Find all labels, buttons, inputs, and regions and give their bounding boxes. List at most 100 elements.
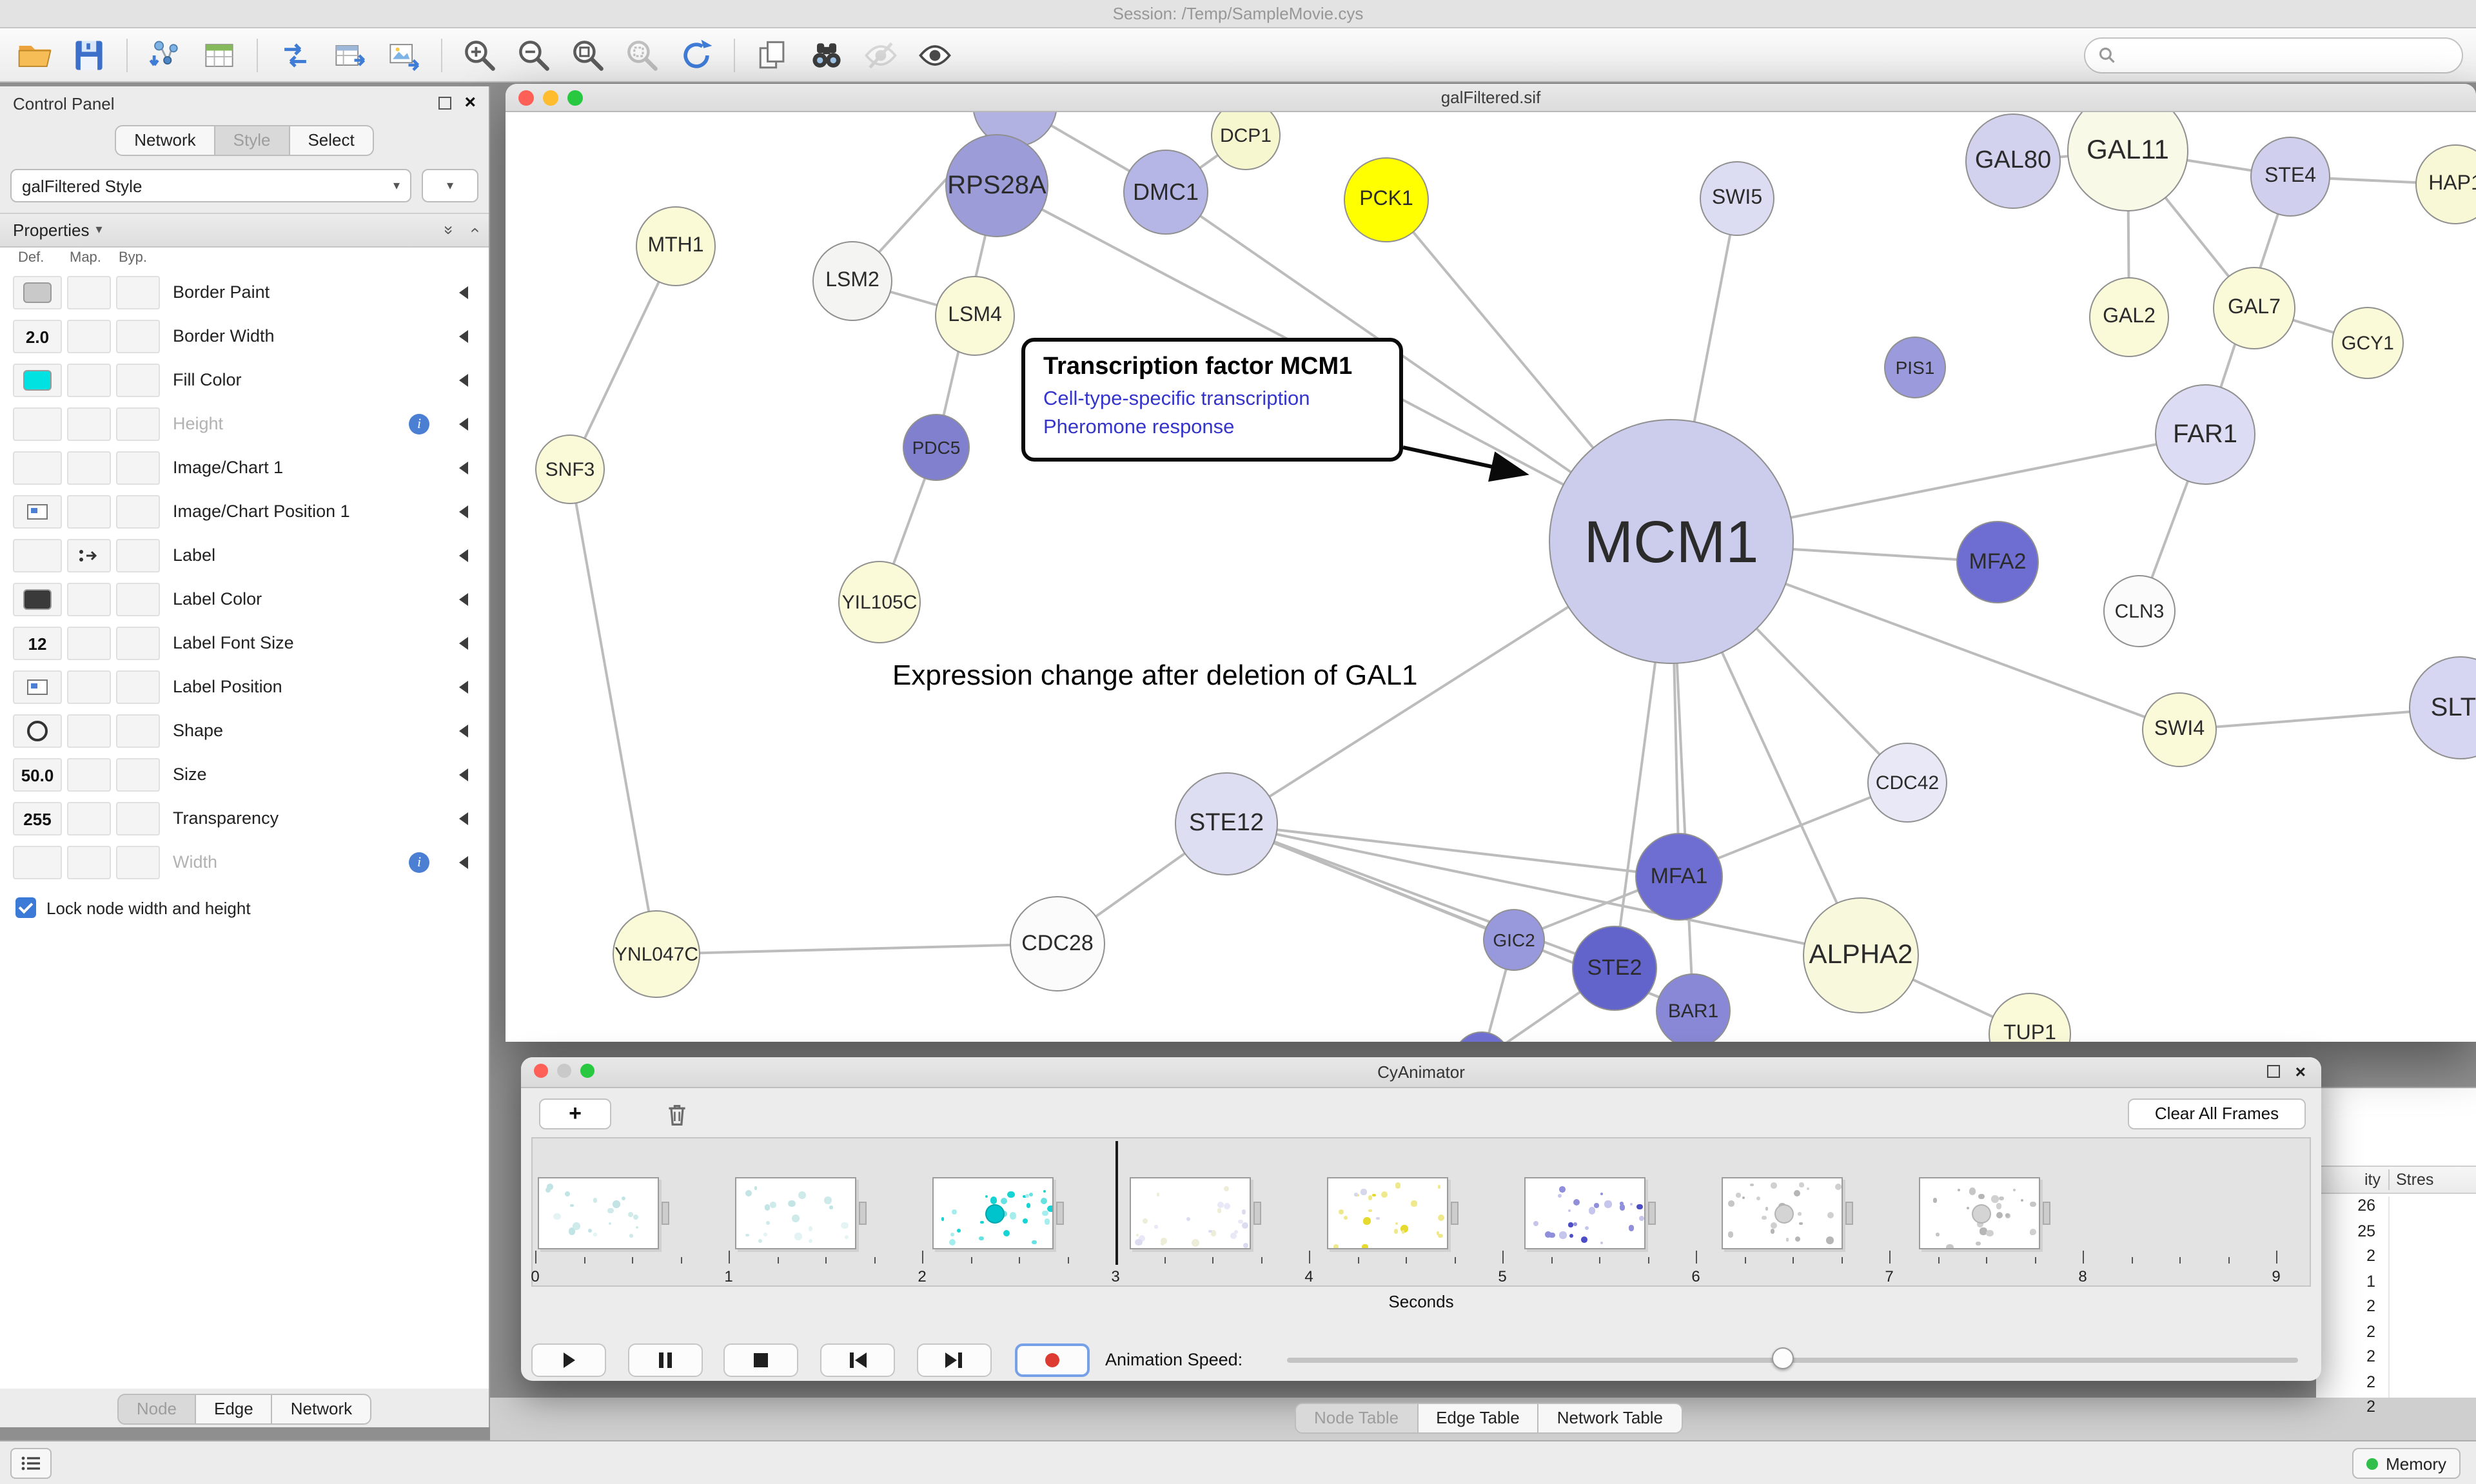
edge-ste12-gic2[interactable]: [1226, 823, 1515, 941]
default-cell[interactable]: [13, 451, 62, 485]
edge-snf3-ynl047c[interactable]: [569, 469, 658, 955]
node-rps28a[interactable]: RPS28A: [945, 134, 1048, 237]
property-row-shape[interactable]: Shape: [0, 709, 489, 753]
frame-thumbnail-3[interactable]: [932, 1177, 1054, 1249]
property-row-fill-color[interactable]: Fill Color: [0, 358, 489, 402]
first-neighbors-icon[interactable]: [805, 33, 849, 77]
node-ynl047c[interactable]: YNL047C: [613, 910, 700, 998]
search-box[interactable]: [2084, 37, 2463, 73]
node-pdc5[interactable]: PDC5: [903, 414, 970, 481]
tab-node-table[interactable]: Node Table: [1295, 1403, 1419, 1434]
node-ste4[interactable]: STE4: [2250, 137, 2330, 217]
table-row[interactable]: 2: [2316, 1297, 2476, 1322]
bypass-cell[interactable]: [116, 320, 160, 353]
node-mfa1[interactable]: MFA1: [1635, 833, 1723, 921]
zoom-fit-icon[interactable]: [566, 33, 610, 77]
default-cell[interactable]: [13, 276, 62, 309]
node-mfa2[interactable]: MFA2: [1956, 521, 2039, 603]
tab-select[interactable]: Select: [290, 125, 374, 156]
close-window-button[interactable]: [518, 90, 534, 106]
tab-edge-table[interactable]: Edge Table: [1418, 1403, 1539, 1434]
clear-all-frames-button[interactable]: Clear All Frames: [2128, 1098, 2306, 1129]
export-table-icon[interactable]: [328, 33, 371, 77]
node-ste2[interactable]: STE2: [1572, 926, 1657, 1011]
zoom-window-button[interactable]: [567, 90, 583, 106]
refresh-layout-icon[interactable]: [674, 33, 718, 77]
style-selector[interactable]: galFiltered Style ▾: [10, 169, 411, 202]
close-window-button[interactable]: [534, 1064, 548, 1078]
node-gal2[interactable]: GAL2: [2089, 277, 2169, 357]
node-gic2[interactable]: GIC2: [1483, 909, 1545, 971]
zoom-selected-icon[interactable]: [620, 33, 664, 77]
frame-handle[interactable]: [2043, 1202, 2050, 1225]
node-bar1[interactable]: BAR1: [1656, 973, 1731, 1042]
node-cdc42[interactable]: CDC42: [1867, 743, 1947, 823]
node-far1[interactable]: FAR1: [2155, 384, 2255, 485]
edge-ste12-alpha2[interactable]: [1226, 823, 1862, 957]
bypass-cell[interactable]: [116, 670, 160, 704]
open-session-icon[interactable]: [13, 33, 57, 77]
frame-thumbnail-2[interactable]: [735, 1177, 856, 1249]
table-row[interactable]: 2: [2316, 1322, 2476, 1347]
frame-handle[interactable]: [1451, 1202, 1459, 1225]
node-mcm1[interactable]: MCM1: [1549, 419, 1794, 664]
default-cell[interactable]: [13, 846, 62, 879]
default-cell[interactable]: 2.0: [13, 320, 62, 353]
frame-thumbnail-1[interactable]: [538, 1177, 659, 1249]
node-snf3[interactable]: SNF3: [535, 434, 605, 504]
search-input[interactable]: [2124, 46, 2449, 65]
mapping-cell[interactable]: [67, 758, 111, 792]
node-pck1[interactable]: PCK1: [1344, 157, 1429, 242]
skip-end-button[interactable]: [917, 1343, 992, 1377]
bypass-cell[interactable]: [116, 539, 160, 572]
mapping-cell[interactable]: [67, 583, 111, 616]
expand-arrow-icon[interactable]: [459, 637, 468, 650]
edge-ynl047c-cdc28[interactable]: [656, 942, 1058, 955]
node-gcy1[interactable]: GCY1: [2332, 307, 2404, 379]
node-gal7[interactable]: GAL7: [2213, 267, 2295, 349]
frame-thumbnail-5[interactable]: [1327, 1177, 1448, 1249]
minimize-window-button[interactable]: [543, 90, 558, 106]
node-cdc28[interactable]: CDC28: [1010, 896, 1105, 991]
expand-arrow-icon[interactable]: [459, 462, 468, 474]
default-cell[interactable]: [13, 670, 62, 704]
hide-selected-icon[interactable]: [859, 33, 903, 77]
bypass-cell[interactable]: [116, 364, 160, 397]
table-row[interactable]: 2: [2316, 1247, 2476, 1272]
default-cell[interactable]: 12: [13, 627, 62, 660]
expand-arrow-icon[interactable]: [459, 549, 468, 562]
node-yil105c[interactable]: YIL105C: [838, 561, 921, 643]
frame-handle[interactable]: [1845, 1202, 1853, 1225]
property-row-image-chart-position-1[interactable]: Image/Chart Position 1: [0, 490, 489, 534]
node-pis1[interactable]: PIS1: [1884, 337, 1946, 398]
node-lsm4[interactable]: LSM4: [935, 276, 1015, 356]
bypass-cell[interactable]: [116, 451, 160, 485]
mapping-cell[interactable]: [67, 407, 111, 441]
node-hap1[interactable]: HAP1: [2415, 144, 2476, 224]
zoom-in-icon[interactable]: [458, 33, 502, 77]
close-panel-icon[interactable]: ×: [464, 92, 476, 113]
zoom-window-button[interactable]: [580, 1064, 594, 1078]
default-cell[interactable]: [13, 407, 62, 441]
annotation-link[interactable]: Pheromone response: [1043, 416, 1235, 438]
minimize-window-button[interactable]: [557, 1064, 571, 1078]
node-cln3[interactable]: CLN3: [2103, 575, 2176, 647]
node-dmc1[interactable]: DMC1: [1123, 150, 1208, 235]
frame-handle[interactable]: [1253, 1202, 1261, 1225]
frame-thumbnail-8[interactable]: [1919, 1177, 2040, 1249]
mapping-cell[interactable]: [67, 539, 111, 572]
bypass-cell[interactable]: [116, 276, 160, 309]
tab-style[interactable]: Style: [215, 125, 290, 156]
table-row[interactable]: 1: [2316, 1272, 2476, 1297]
node-lsm2[interactable]: LSM2: [812, 241, 892, 321]
edge-ste12-mfa1[interactable]: [1226, 823, 1680, 878]
expand-arrow-icon[interactable]: [459, 593, 468, 606]
record-button[interactable]: [1015, 1343, 1090, 1377]
zoom-out-icon[interactable]: [512, 33, 556, 77]
frame-handle[interactable]: [859, 1202, 867, 1225]
expand-arrow-icon[interactable]: [459, 418, 468, 431]
